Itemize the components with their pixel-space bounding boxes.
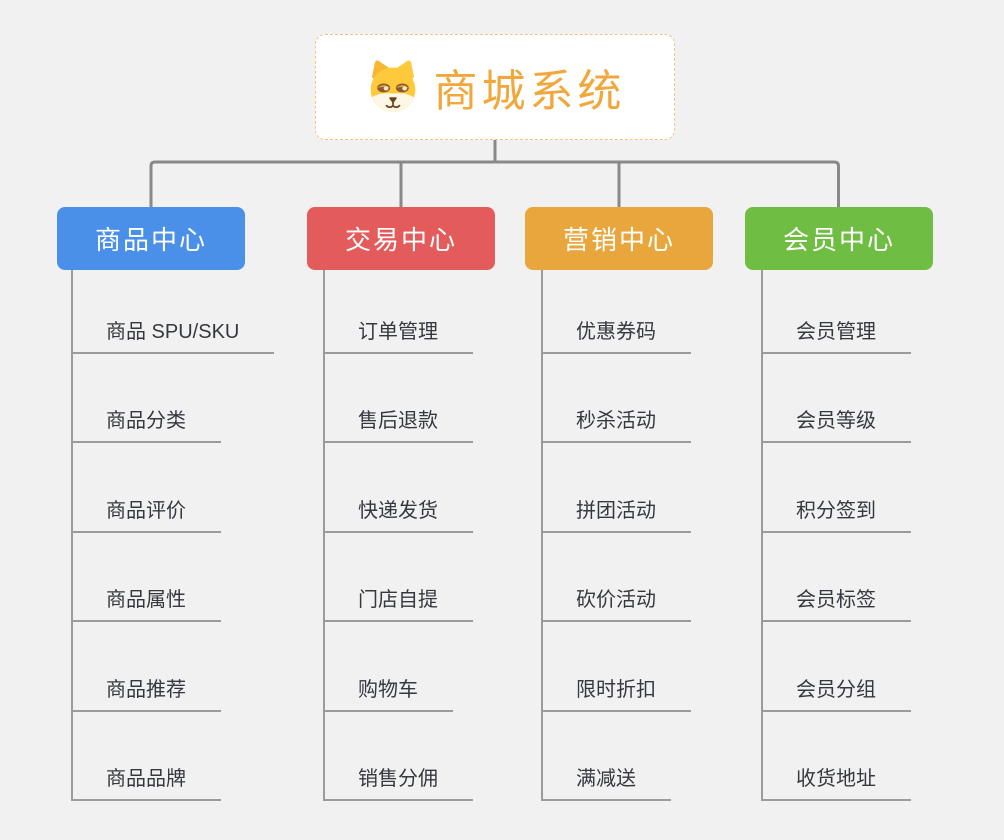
child-node[interactable]: 快递发货 [323,499,473,533]
branch-label: 商品中心 [94,225,207,255]
doge-icon [365,60,421,114]
child-node[interactable]: 拼团活动 [541,499,691,533]
branch-node-product[interactable]: 商品中心 [57,207,245,270]
child-node[interactable]: 售后退款 [323,409,473,443]
child-node[interactable]: 商品 SPU/SKU [71,320,275,354]
child-node[interactable]: 商品属性 [71,588,221,622]
doge-eye-right [395,83,409,93]
child-node[interactable]: 满减送 [541,767,671,801]
child-node[interactable]: 商品分类 [71,409,221,443]
child-node[interactable]: 会员管理 [761,320,911,354]
child-node[interactable]: 门店自提 [323,588,473,622]
branch-children-member: 会员管理 会员等级 积分签到 会员标签 会员分组 收货地址 [761,264,911,801]
root-node[interactable]: 商城系统 [315,34,675,140]
child-node[interactable]: 商品推荐 [71,678,221,712]
branch-label: 营销中心 [562,225,675,255]
branch-node-member[interactable]: 会员中心 [745,207,933,270]
child-node[interactable]: 砍价活动 [541,588,691,622]
child-node[interactable]: 会员分组 [761,678,911,712]
branch-children-marketing: 优惠券码 秒杀活动 拼团活动 砍价活动 限时折扣 满减送 [541,264,691,801]
child-node[interactable]: 会员标签 [761,588,911,622]
child-node[interactable]: 收货地址 [761,767,911,801]
branch-children-trade: 订单管理 售后退款 快递发货 门店自提 购物车 销售分佣 [323,264,473,801]
child-node[interactable]: 会员等级 [761,409,911,443]
child-node[interactable]: 商品品牌 [71,767,221,801]
child-node[interactable]: 销售分佣 [323,767,473,801]
branch-label: 交易中心 [344,225,457,255]
child-node[interactable]: 限时折扣 [541,678,691,712]
child-node[interactable]: 订单管理 [323,320,473,354]
branch-label: 会员中心 [782,225,895,255]
branch-node-marketing[interactable]: 营销中心 [525,207,713,270]
branch-node-trade[interactable]: 交易中心 [307,207,495,270]
child-node[interactable]: 积分签到 [761,499,911,533]
child-node[interactable]: 购物车 [323,678,453,712]
child-node[interactable]: 优惠券码 [541,320,691,354]
doge-eye-left [376,83,390,93]
branch-children-product: 商品 SPU/SKU 商品分类 商品评价 商品属性 商品推荐 商品品牌 [71,264,275,801]
root-title: 商城系统 [433,67,626,116]
bus-line [149,160,840,208]
child-node[interactable]: 秒杀活动 [541,409,691,443]
child-node[interactable]: 商品评价 [71,499,221,533]
